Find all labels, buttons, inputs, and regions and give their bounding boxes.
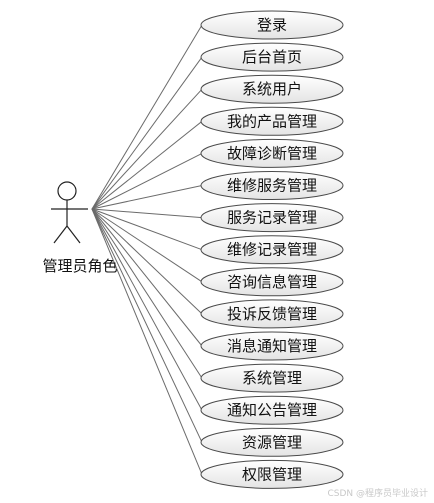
actor: 管理员角色 [42,181,118,275]
use-case-list: 登录后台首页系统用户我的产品管理故障诊断管理维修服务管理服务记录管理维修记录管理… [200,10,344,489]
use-case-14: 资源管理 [200,427,344,457]
use-case-label: 服务记录管理 [227,209,317,227]
association-line [91,208,203,219]
association-line [91,208,203,283]
watermark: CSDN @程序员毕业设计 [327,487,428,499]
use-case-12: 系统管理 [200,363,344,393]
use-case-6: 维修服务管理 [200,171,344,200]
use-case-2: 后台首页 [200,42,344,72]
use-case-label: 我的产品管理 [227,112,317,130]
association-line [91,120,203,210]
use-case-4: 我的产品管理 [200,106,344,136]
use-case-ellipse [200,331,344,361]
use-case-7: 服务记录管理 [200,203,344,233]
use-case-8: 维修记录管理 [200,235,344,265]
association-line [91,208,203,411]
use-case-ellipse [200,267,344,297]
use-case-ellipse [200,10,344,40]
use-case-ellipse [200,459,344,489]
use-case-label: 后台首页 [242,48,302,66]
use-case-label: 维修服务管理 [227,177,317,195]
use-case-label: 登录 [257,16,287,34]
use-case-label: 维修记录管理 [227,241,317,259]
use-case-ellipse [200,203,344,233]
use-case-ellipse [200,106,344,136]
actor-label: 管理员角色 [42,257,117,275]
use-case-ellipse [200,395,344,425]
association-line [91,185,203,210]
association-line [91,208,203,443]
use-case-ellipse [200,299,344,329]
use-case-10: 投诉反馈管理 [200,299,344,329]
use-case-3: 系统用户 [200,74,344,104]
association-line [91,152,203,210]
association-line [91,56,203,210]
use-case-5: 故障诊断管理 [200,138,344,168]
association-line [91,88,203,210]
association-line [91,208,203,347]
use-case-ellipse [200,427,344,457]
use-case-label: 故障诊断管理 [227,144,317,162]
use-case-label: 消息通知管理 [227,337,317,355]
use-case-ellipse [200,74,344,104]
use-case-label: 通知公告管理 [227,401,317,419]
use-case-ellipse [200,42,344,72]
use-case-label: 权限管理 [242,465,302,483]
use-case-1: 登录 [200,10,344,40]
association-line [91,208,203,315]
use-case-ellipse [200,235,344,265]
association-line [91,24,203,210]
use-case-label: 咨询信息管理 [227,273,317,291]
use-case-label: 系统用户 [242,80,302,98]
use-case-11: 消息通知管理 [200,331,344,361]
stick-figure-icon [51,181,88,244]
use-case-9: 咨询信息管理 [200,267,344,297]
association-lines [91,24,203,475]
association-line [91,208,203,475]
association-line [91,208,203,379]
use-case-ellipse [200,363,344,393]
use-case-ellipse [200,138,344,168]
use-case-label: 投诉反馈管理 [227,305,317,323]
use-case-13: 通知公告管理 [200,395,344,425]
use-case-15: 权限管理 [200,459,344,489]
use-case-label: 系统管理 [242,369,302,387]
use-case-label: 资源管理 [242,433,302,451]
association-line [91,208,203,251]
use-case-ellipse [200,171,344,200]
